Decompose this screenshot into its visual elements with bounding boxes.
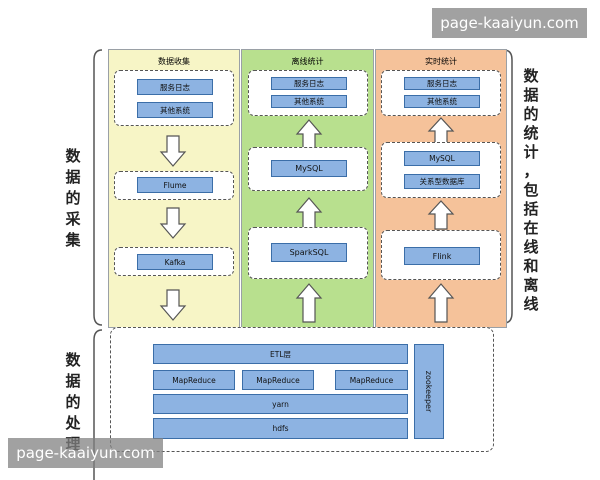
panel-title-collection: 数据收集 (158, 57, 190, 66)
offline-outputs-group: 服务日志 其他系统 (248, 70, 368, 116)
arrow-up-realtime-2 (427, 200, 455, 230)
panel-data-collection: 数据收集 服务日志 其他系统 Flume Kafka (108, 49, 240, 328)
relational-database-box[interactable]: 关系型数据库 (404, 174, 480, 189)
realtime-mysql-box[interactable]: MySQL (404, 151, 480, 166)
collect-sources-group: 服务日志 其他系统 (114, 70, 234, 126)
offline-mysql-box[interactable]: MySQL (271, 160, 347, 177)
watermark-bottom: page-kaaiyun.com (8, 438, 163, 468)
realtime-output-other-systems[interactable]: 其他系统 (404, 95, 480, 108)
kafka-box[interactable]: Kafka (137, 254, 213, 270)
arrow-up-realtime-3 (427, 283, 455, 323)
mapreduce-box-3[interactable]: MapReduce (335, 370, 408, 390)
label-data-statistics: 数 据 的 统 计 ， 包 括 在 线 和 离 线 (523, 67, 539, 313)
arrow-up-realtime-1 (427, 117, 455, 145)
panel-realtime-statistics: 实时统计 服务日志 其他系统 MySQL 关系型数据库 Flink (375, 49, 507, 328)
label-data-collection: 数 据 的 采 集 (65, 147, 81, 249)
left-bracket-collect (93, 49, 103, 326)
flink-group: Flink (381, 230, 501, 280)
yarn-box[interactable]: yarn (153, 394, 408, 414)
arrow-down-3 (159, 289, 187, 321)
etl-layer-box[interactable]: ETL层 (153, 344, 408, 364)
arrow-up-offline-1 (295, 119, 323, 151)
offline-output-service-logs[interactable]: 服务日志 (271, 77, 347, 90)
realtime-storage-group: MySQL 关系型数据库 (381, 142, 501, 198)
hdfs-box[interactable]: hdfs (153, 418, 408, 439)
arrow-up-offline-2 (295, 197, 323, 229)
realtime-outputs-group: 服务日志 其他系统 (381, 70, 501, 116)
arrow-down-1 (159, 135, 187, 167)
collect-source-other-systems[interactable]: 其他系统 (137, 102, 213, 118)
sparksql-group: SparkSQL (248, 227, 368, 279)
right-bracket (503, 49, 513, 324)
mapreduce-box-2[interactable]: MapReduce (242, 370, 314, 390)
zookeeper-box[interactable]: zookeeper (414, 344, 444, 439)
sparksql-box[interactable]: SparkSQL (271, 243, 347, 262)
collect-source-service-logs[interactable]: 服务日志 (137, 79, 213, 95)
arrow-down-2 (159, 207, 187, 239)
zookeeper-label: zookeeper (424, 370, 434, 413)
label-data-processing: 数 据 的 处 理 (65, 351, 81, 453)
panel-offline-statistics: 离线统计 服务日志 其他系统 MySQL SparkSQL (241, 49, 374, 328)
flume-box[interactable]: Flume (137, 177, 213, 193)
panel-title-realtime: 实时统计 (425, 57, 457, 66)
left-bracket-process (93, 329, 103, 480)
flink-box[interactable]: Flink (404, 247, 480, 265)
panel-title-offline: 离线统计 (291, 57, 324, 66)
arrow-up-offline-3 (295, 283, 323, 323)
processing-layer: ETL层 MapReduce MapReduce MapReduce yarn … (110, 327, 494, 452)
realtime-output-service-logs[interactable]: 服务日志 (404, 77, 480, 90)
offline-mysql-group: MySQL (248, 147, 368, 191)
offline-output-other-systems[interactable]: 其他系统 (271, 95, 347, 108)
flume-group: Flume (114, 171, 234, 200)
watermark-top: page-kaaiyun.com (432, 8, 587, 38)
kafka-group: Kafka (114, 247, 234, 276)
mapreduce-box-1[interactable]: MapReduce (153, 370, 235, 390)
